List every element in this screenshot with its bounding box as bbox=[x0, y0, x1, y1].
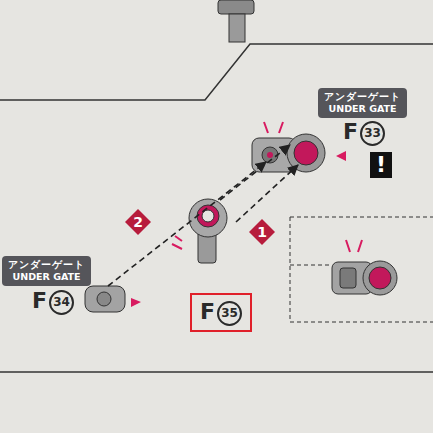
node-text: アンダーゲート bbox=[324, 91, 401, 103]
step-diamond: 1 bbox=[249, 219, 275, 245]
gate-tag: アンダーゲートUNDER GATE bbox=[2, 256, 91, 286]
circled-number: 33 bbox=[360, 121, 385, 146]
gate-tag: アンダーゲートUNDER GATE bbox=[318, 88, 407, 118]
part-box: F35 bbox=[190, 293, 252, 332]
circled-number: 35 bbox=[217, 301, 242, 326]
node-text: ! bbox=[376, 153, 386, 177]
node-text: 2 bbox=[125, 209, 151, 235]
node-text: F35 bbox=[200, 299, 242, 326]
circled-number: 34 bbox=[49, 290, 74, 315]
step-diamond: 2 bbox=[125, 209, 151, 235]
node-text: UNDER GATE bbox=[8, 271, 85, 283]
node-text: 1 bbox=[249, 219, 275, 245]
warning-box: ! bbox=[370, 152, 392, 178]
part-number: F34 bbox=[32, 288, 74, 315]
node-text: UNDER GATE bbox=[324, 103, 401, 115]
part-number: F33 bbox=[343, 119, 385, 146]
node-text: アンダーゲート bbox=[8, 259, 85, 271]
